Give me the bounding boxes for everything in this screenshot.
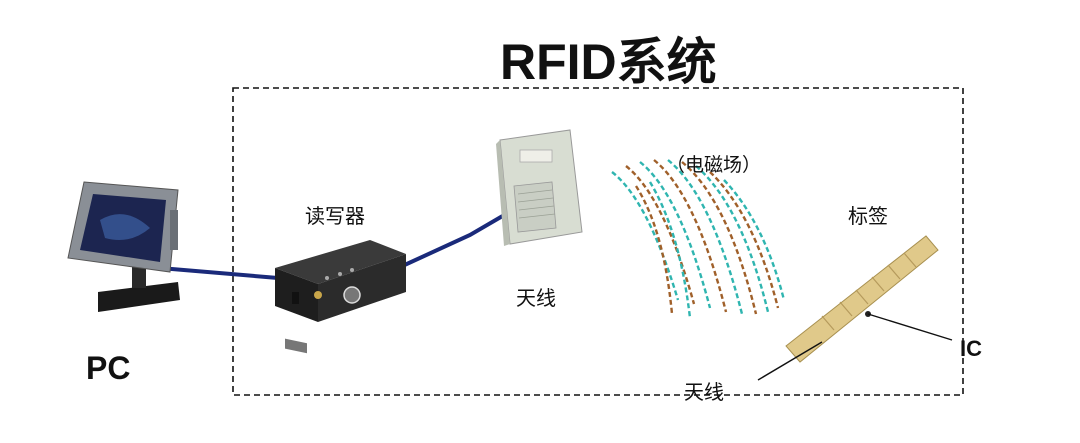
tag-antenna-leader	[757, 341, 823, 381]
cable-reader-antenna	[397, 212, 508, 270]
electromagnetic-field	[611, 159, 786, 319]
rfid-tag	[785, 235, 939, 363]
reader-antenna-label: 天线	[516, 286, 556, 310]
ic-label: IC	[960, 336, 982, 361]
ic-leader	[867, 313, 953, 341]
tag-label: 标签	[848, 204, 888, 228]
field-label: （电磁场）	[666, 154, 762, 176]
diagram-title: RFID系统	[500, 34, 717, 90]
cable-pc-reader	[159, 266, 279, 280]
system-boundary	[232, 87, 964, 396]
tag-antenna-label: 天线	[684, 380, 724, 404]
reader-device	[275, 240, 406, 354]
pc-monitor	[67, 181, 180, 312]
reader-label: 读写器	[305, 204, 365, 228]
pc-label: PC	[86, 350, 131, 386]
antenna-panel	[496, 129, 583, 246]
